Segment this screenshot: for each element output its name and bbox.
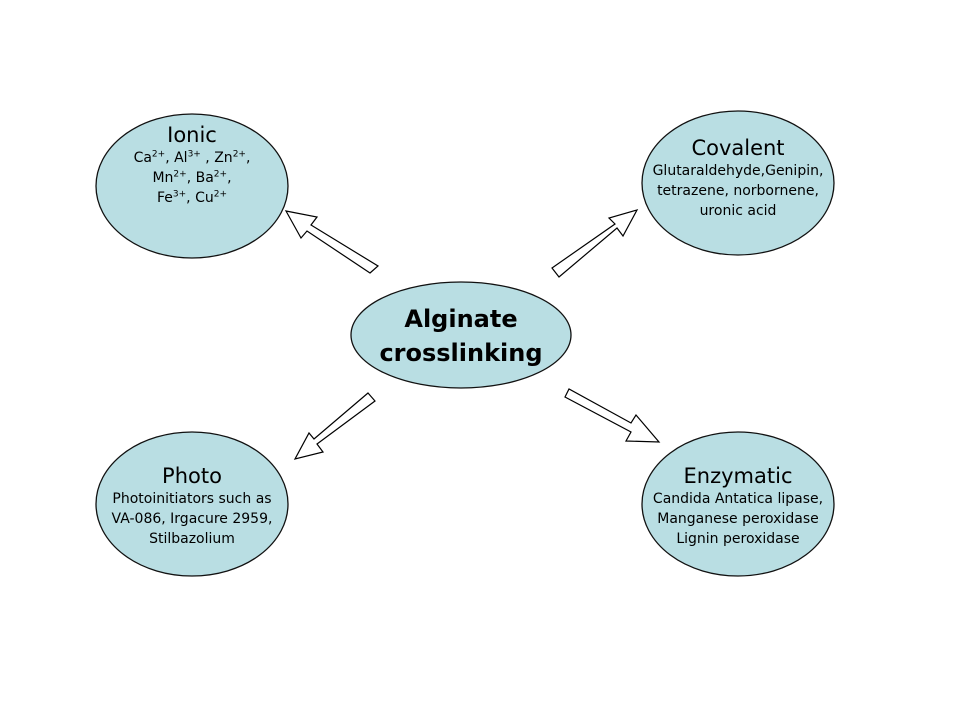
enzymatic-title: Enzymatic: [683, 463, 793, 488]
center-title-line-1: Alginate: [404, 305, 518, 333]
arrow-to-photo: [293, 392, 376, 460]
ionic-zn-text: , Zn: [200, 149, 233, 166]
center-ellipse: [350, 281, 572, 389]
ionic-ca-charge: 2+: [151, 148, 166, 159]
ionic-cu-charge: 2+: [213, 188, 228, 199]
covalent-line-3: uronic acid: [699, 202, 777, 219]
covalent-title: Covalent: [691, 135, 785, 160]
arrow-to-ionic: [284, 210, 380, 274]
covalent-line-1: Glutaraldehyde,Genipin,: [652, 162, 824, 179]
ionic-fe-text: Fe: [156, 189, 173, 206]
ionic-ca-text: Ca: [133, 149, 152, 166]
enzymatic-line-2: Manganese peroxidase: [657, 510, 819, 527]
photo-line-3: Stilbazolium: [149, 530, 235, 547]
enzymatic-line-3: Lignin peroxidase: [676, 530, 800, 547]
covalent-line-2: tetrazene, norbornene,: [657, 182, 819, 199]
photo-line-2: VA-086, Irgacure 2959,: [111, 510, 273, 527]
ionic-al-charge: 3+: [187, 148, 201, 159]
center-node: Alginate crosslinking: [358, 297, 564, 375]
photo-ellipse: [95, 431, 289, 577]
ionic-line-1: Ca2+, Al3+ , Zn2+,: [134, 148, 251, 168]
enzymatic-node: Enzymatic Candida Antatica lipase, Manga…: [642, 452, 834, 560]
ionic-mn-text: Mn: [152, 169, 174, 186]
ionic-al-text: , Al: [165, 149, 188, 166]
covalent-ellipse: [641, 110, 835, 256]
ionic-line-1-tail: ,: [245, 149, 251, 166]
enzymatic-line-1: Candida Antatica lipase,: [652, 490, 824, 507]
enzymatic-ellipse: [641, 431, 835, 577]
ionic-line-2-tail: ,: [227, 169, 232, 186]
arrow-to-enzymatic: [564, 388, 661, 443]
photo-node: Photo Photoinitiators such as VA-086, Ir…: [96, 452, 288, 560]
ionic-zn-charge: 2+: [232, 148, 246, 159]
ionic-line-3: Fe3+, Cu2+: [157, 188, 227, 208]
ionic-title: Ionic: [167, 122, 217, 147]
ionic-ba-charge: 2+: [213, 168, 228, 179]
ionic-ellipse: [95, 113, 289, 259]
center-title-line-2: crosslinking: [379, 339, 543, 367]
ionic-node: Ionic Ca2+, Al3+ , Zn2+, Mn2+, Ba2+, Fe3…: [108, 116, 276, 214]
ionic-ba-text: , Ba: [186, 169, 214, 186]
covalent-node: Covalent Glutaraldehyde,Genipin, tetraze…: [642, 125, 834, 231]
ionic-cu-text: , Cu: [186, 189, 214, 206]
photo-title: Photo: [162, 463, 222, 488]
arrow-to-covalent: [551, 209, 639, 278]
ionic-mn-charge: 2+: [173, 168, 187, 179]
ionic-fe-charge: 3+: [172, 188, 187, 199]
photo-line-1: Photoinitiators such as: [112, 490, 272, 507]
ionic-line-2: Mn2+, Ba2+,: [152, 168, 231, 188]
